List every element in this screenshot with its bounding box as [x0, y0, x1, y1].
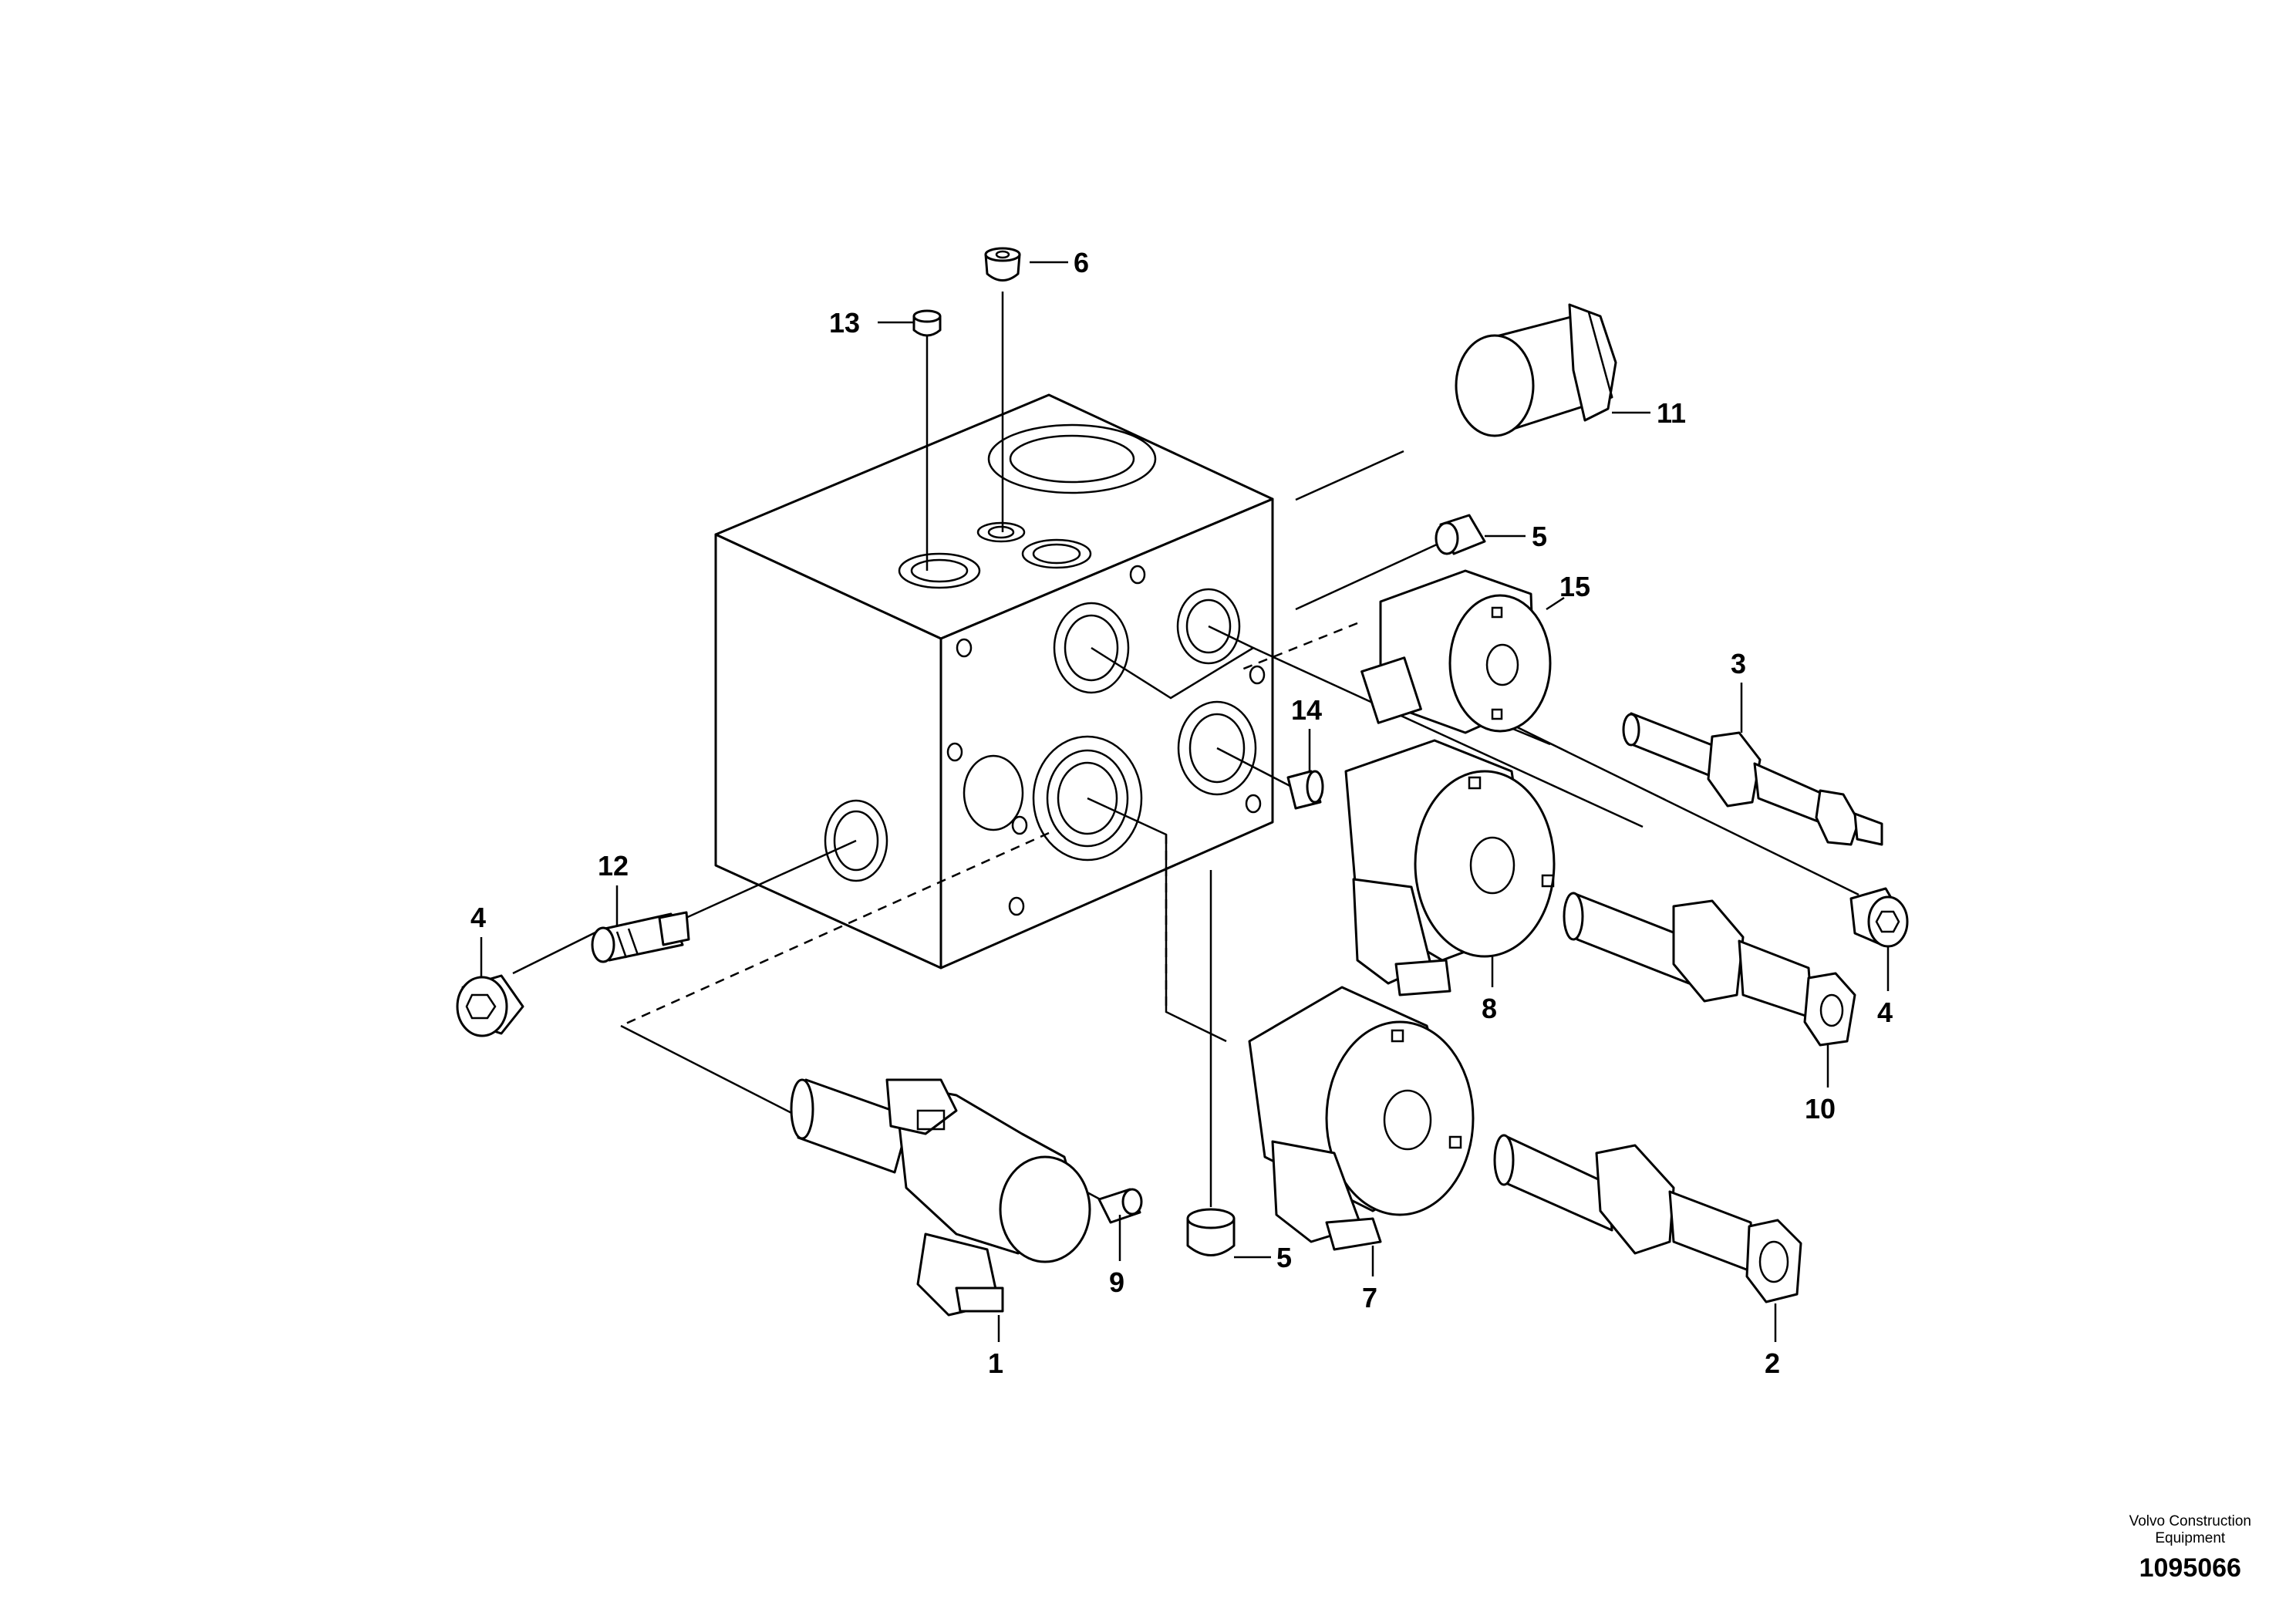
callout-4-right: 4: [1877, 996, 1893, 1028]
part-4-plug-left: [456, 974, 524, 1037]
callout-9: 9: [1109, 1266, 1124, 1298]
part-3-cartridge: [1622, 712, 1883, 846]
callout-15: 15: [1559, 571, 1590, 602]
callout-5-top: 5: [1532, 521, 1547, 552]
callout-6: 6: [1074, 247, 1089, 278]
leader-3: [1091, 625, 1256, 700]
part-13-plug: [912, 309, 942, 337]
callout-11: 11: [1657, 397, 1686, 429]
brand-line-2: Equipment: [2155, 1530, 2226, 1546]
part-5-plug-top: [1435, 514, 1486, 555]
part-11-plug: [1455, 303, 1617, 437]
callout-2: 2: [1765, 1347, 1780, 1379]
callout-12: 12: [598, 850, 629, 882]
callout-7: 7: [1362, 1282, 1377, 1313]
callout-10: 10: [1805, 1093, 1836, 1125]
callout-13: 13: [829, 307, 860, 339]
leader-4-left: [512, 928, 602, 975]
leader-1: [620, 1024, 803, 1120]
callout-labels: 6 13 11 5 15 3 14 4 8 10 5 7 9 1 2 12 4: [470, 247, 1893, 1379]
leader-12: [682, 839, 857, 921]
part-15-coil: [1360, 569, 1552, 734]
callout-1: 1: [988, 1347, 1003, 1379]
part-6-plug: [984, 247, 1021, 282]
part-2-cartridge: [1493, 1134, 1802, 1303]
drawing-number: 1095066: [2139, 1553, 2241, 1583]
callout-14: 14: [1291, 694, 1322, 726]
part-7-coil: [1248, 986, 1475, 1251]
callout-5-bottom: 5: [1276, 1242, 1292, 1273]
part-9-screw: [1097, 1188, 1143, 1224]
leader-11: [1295, 450, 1404, 501]
callout-3: 3: [1731, 648, 1746, 679]
part-14-fitting: [1286, 770, 1324, 810]
brand-line-1: Volvo Construction: [2129, 1513, 2251, 1529]
footer-block: Volvo Construction Equipment 1095066: [2129, 1513, 2251, 1583]
dashed-leader-1: [620, 831, 1050, 1027]
dashed-leader-15: [1237, 622, 1358, 673]
leader-3-ext: [1253, 646, 1644, 828]
leader-4-right: [1465, 700, 1859, 896]
valve-block-left-face: [714, 533, 942, 969]
part-4-plug-right: [1849, 887, 1909, 948]
part-8-coil: [1344, 739, 1556, 996]
leader-lines: [512, 292, 1859, 1209]
callout-4-left: 4: [470, 902, 486, 933]
valve-block: [714, 393, 1274, 969]
part-10-cartridge: [1563, 892, 1856, 1047]
leader-5-top: [1295, 542, 1439, 611]
callout-8: 8: [1482, 993, 1497, 1024]
part-1-sensor: [790, 1078, 1091, 1317]
part-5-plug-bottom: [1186, 1208, 1236, 1256]
part-12-fitting: [591, 911, 690, 963]
